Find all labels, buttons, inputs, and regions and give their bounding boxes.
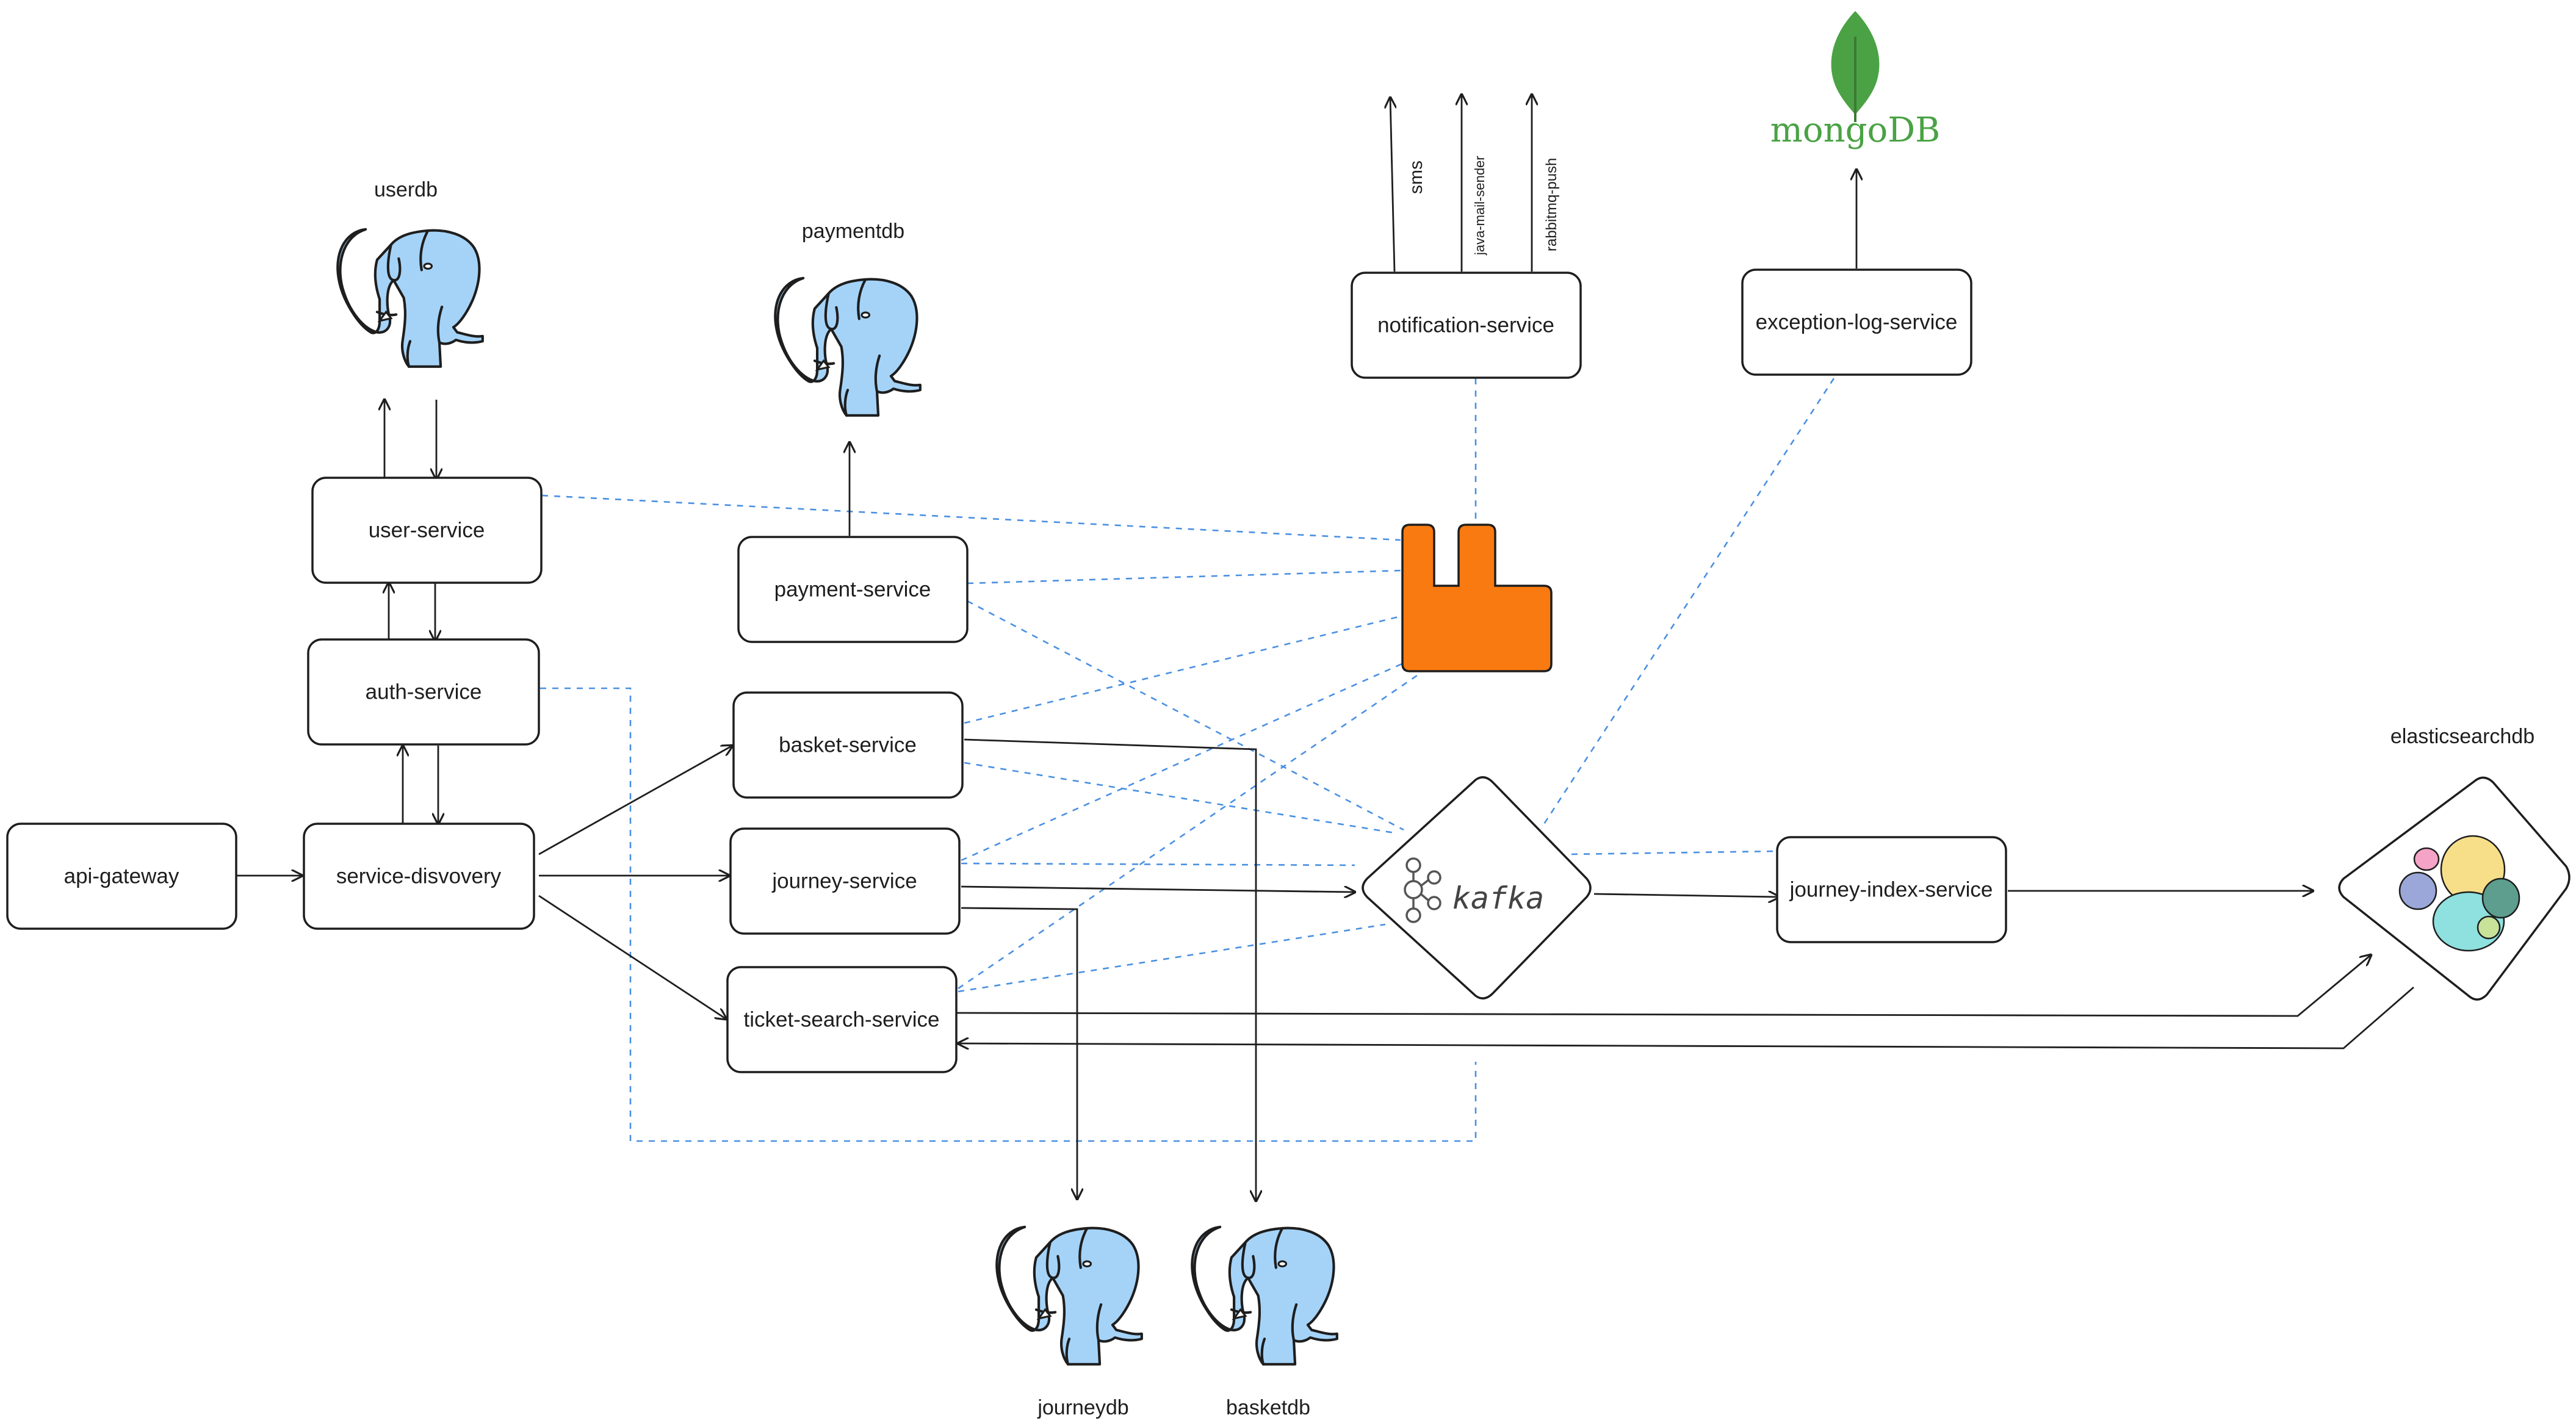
channel-sms-label: sms bbox=[1406, 160, 1426, 194]
channel-java-mail-sender-label: java-mail-sender bbox=[1472, 156, 1487, 256]
rabbitmq-icon bbox=[1401, 524, 1553, 672]
link-user-rabbitmq bbox=[541, 494, 1401, 541]
arrow-kafka-journeyindex bbox=[1593, 894, 1779, 897]
elasticsearchdb-node[interactable]: elasticsearchdb bbox=[2338, 725, 2571, 1001]
link-basket-kafka bbox=[964, 762, 1395, 834]
link-ticket-kafka bbox=[958, 923, 1386, 993]
journey-service-label: journey-service bbox=[771, 870, 917, 893]
basketdb-node[interactable]: basketdb bbox=[1192, 1227, 1337, 1419]
exception-log-service-label: exception-log-service bbox=[1756, 311, 1958, 334]
basket-service-box[interactable]: basket-service bbox=[732, 691, 964, 799]
notification-service-box[interactable]: notification-service bbox=[1351, 272, 1582, 379]
kafka-node[interactable]: kafka bbox=[1362, 776, 1592, 999]
arrow-discovery-ticket bbox=[538, 895, 726, 1019]
arrow-journey-kafka bbox=[961, 885, 1355, 892]
link-payment-rabbitmq bbox=[967, 569, 1401, 585]
service-discovery-label: service-disvovery bbox=[336, 865, 502, 888]
elasticsearch-icon bbox=[2398, 835, 2520, 952]
journeydb-node[interactable]: journeydb bbox=[997, 1227, 1142, 1419]
mongodb-node[interactable]: mongoDB bbox=[1770, 11, 1941, 150]
ticket-search-service-label: ticket-search-service bbox=[744, 1008, 940, 1032]
kafka-icon bbox=[1404, 857, 1441, 923]
api-gateway-label: api-gateway bbox=[64, 865, 179, 888]
link-journey-kafka bbox=[961, 862, 1355, 866]
journeydb-postgresql-icon bbox=[997, 1227, 1142, 1364]
userdb-node[interactable]: userdb bbox=[337, 178, 483, 367]
arrow-discovery-basket bbox=[538, 746, 732, 855]
link-auth-kafka-loop bbox=[540, 687, 1477, 1142]
userdb-label: userdb bbox=[374, 178, 438, 201]
link-payment-kafka bbox=[967, 600, 1404, 831]
journey-index-service-label: journey-index-service bbox=[1789, 878, 1993, 902]
auth-service-box[interactable]: auth-service bbox=[307, 638, 540, 746]
link-exceptionlog-kafka bbox=[1540, 378, 1835, 829]
ticket-search-service-box[interactable]: ticket-search-service bbox=[726, 966, 958, 1073]
basket-service-label: basket-service bbox=[779, 733, 917, 757]
mongodb-logo-text: mongoDB bbox=[1770, 110, 1941, 150]
link-ticket-rabbitmq bbox=[958, 673, 1420, 990]
notification-service-label: notification-service bbox=[1377, 314, 1554, 337]
link-basket-rabbitmq bbox=[964, 615, 1401, 724]
dashed-links bbox=[540, 378, 1835, 1142]
link-journey-rabbitmq bbox=[961, 658, 1413, 862]
arrow-elastic-ticket bbox=[958, 986, 2414, 1048]
payment-service-label: payment-service bbox=[774, 578, 931, 602]
elasticsearchdb-label: elasticsearchdb bbox=[2390, 725, 2535, 748]
paymentdb-postgresql-icon bbox=[775, 278, 920, 416]
auth-service-label: auth-service bbox=[366, 680, 482, 704]
paymentdb-label: paymentdb bbox=[802, 220, 904, 243]
arrow-ticket-elastic bbox=[956, 955, 2371, 1017]
service-discovery-box[interactable]: service-disvovery bbox=[303, 823, 535, 930]
journey-service-box[interactable]: journey-service bbox=[729, 827, 961, 935]
api-gateway-box[interactable]: api-gateway bbox=[6, 823, 237, 930]
basketdb-label: basketdb bbox=[1226, 1396, 1310, 1419]
channel-rabbitmq-push-label: rabbitmq-push bbox=[1543, 158, 1560, 251]
user-service-box[interactable]: user-service bbox=[311, 477, 543, 584]
arrow-notification-sms bbox=[1390, 98, 1394, 272]
paymentdb-node[interactable]: paymentdb bbox=[775, 220, 920, 416]
payment-service-box[interactable]: payment-service bbox=[737, 536, 969, 643]
arrow-journey-journeydb bbox=[961, 907, 1077, 1199]
solid-links bbox=[236, 95, 2414, 1201]
basketdb-postgresql-icon bbox=[1192, 1227, 1337, 1364]
mongodb-leaf-icon bbox=[1831, 11, 1880, 122]
link-kafka-journeyindex bbox=[1571, 850, 1777, 855]
user-service-label: user-service bbox=[369, 519, 485, 542]
kafka-label: kafka bbox=[1452, 880, 1545, 916]
journeydb-label: journeydb bbox=[1037, 1396, 1128, 1419]
arrow-basket-basketdb bbox=[964, 738, 1256, 1201]
userdb-postgresql-icon bbox=[337, 229, 483, 367]
exception-log-service-box[interactable]: exception-log-service bbox=[1741, 268, 1972, 376]
journey-index-service-box[interactable]: journey-index-service bbox=[1776, 836, 2007, 943]
